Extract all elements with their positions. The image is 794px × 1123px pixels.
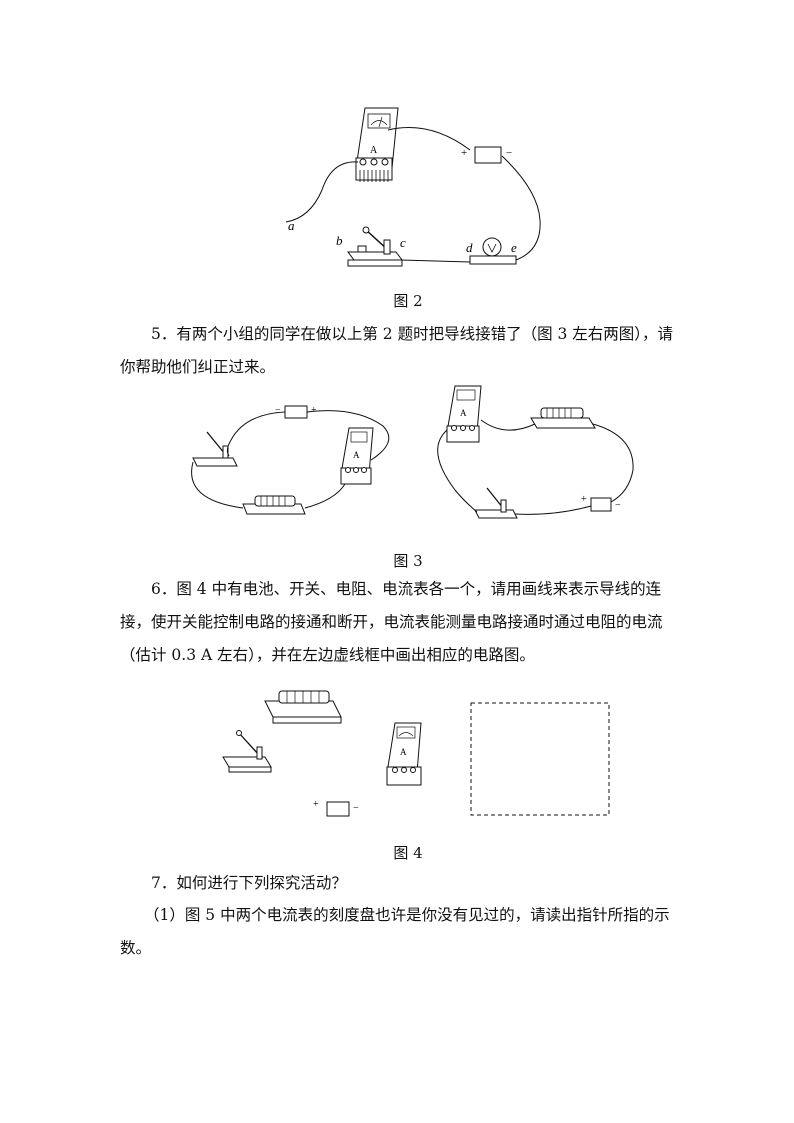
fig3-right-ammeter-label: A bbox=[460, 408, 467, 418]
fig4-ammeter-label: A bbox=[400, 747, 407, 757]
fig3-left-circuit: − + A bbox=[191, 405, 390, 515]
resistor-icon bbox=[264, 690, 342, 724]
question-7-title: 7．如何进行下列探究活动？ bbox=[151, 874, 347, 892]
switch-icon bbox=[192, 431, 238, 467]
lamp-icon bbox=[469, 237, 517, 265]
fig2-label-c: c bbox=[400, 235, 406, 250]
fig2-label-a: a bbox=[288, 218, 295, 233]
fig2-label-b: b bbox=[336, 233, 343, 248]
figure-3: − + A bbox=[191, 385, 634, 519]
switch-icon bbox=[222, 730, 272, 773]
question-5: 5．有两个小组的同学在做以上第 2 题时把导线接错了（图 3 左右两图），请你帮… bbox=[120, 325, 674, 376]
fig2-plus-label: + bbox=[461, 147, 467, 159]
fig2-label-d: d bbox=[466, 240, 473, 255]
battery-icon bbox=[284, 405, 308, 419]
switch-icon bbox=[474, 487, 518, 519]
fig3-right-minus: − bbox=[615, 500, 621, 511]
fig2-label-e: e bbox=[511, 240, 517, 255]
figure-4: A + − bbox=[222, 690, 610, 817]
fig2-ammeter-label: A bbox=[370, 145, 378, 156]
fig4-minus-label: − bbox=[353, 803, 359, 814]
fig4-plus-label: + bbox=[313, 799, 319, 810]
battery-icon bbox=[326, 801, 350, 817]
battery-icon bbox=[474, 146, 502, 164]
fig3-right-plus: + bbox=[581, 494, 587, 505]
resistor-icon bbox=[530, 407, 596, 429]
figure-2-caption: 图 2 bbox=[393, 292, 423, 310]
fig3-left-plus: + bbox=[311, 405, 317, 416]
fig3-right-circuit: A + − bbox=[437, 385, 634, 519]
figure-3-caption: 图 3 bbox=[393, 552, 423, 570]
resistor-icon bbox=[242, 495, 306, 515]
ammeter-icon bbox=[340, 427, 374, 485]
battery-icon bbox=[590, 497, 612, 512]
question-7-part-1: （1）图 5 中两个电流表的刻度盘也许是你没有见过的，请读出指针所指的示数。 bbox=[120, 906, 670, 957]
fig3-left-ammeter-label: A bbox=[353, 450, 360, 460]
ammeter-icon bbox=[355, 107, 399, 182]
ammeter-icon bbox=[386, 722, 422, 786]
figure-2: A + − a b c d e bbox=[285, 107, 541, 267]
circuit-diagram-box[interactable] bbox=[470, 702, 610, 816]
figure-4-caption: 图 4 bbox=[393, 844, 423, 862]
question-6: 6．图 4 中有电池、开关、电阻、电流表各一个，请用画线来表示导线的连接，使开关… bbox=[120, 580, 663, 664]
fig2-minus-label: − bbox=[506, 147, 512, 159]
fig2-wires bbox=[285, 127, 541, 263]
fig3-left-minus: − bbox=[275, 405, 281, 416]
ammeter-icon bbox=[446, 385, 482, 443]
switch-icon bbox=[347, 226, 403, 267]
